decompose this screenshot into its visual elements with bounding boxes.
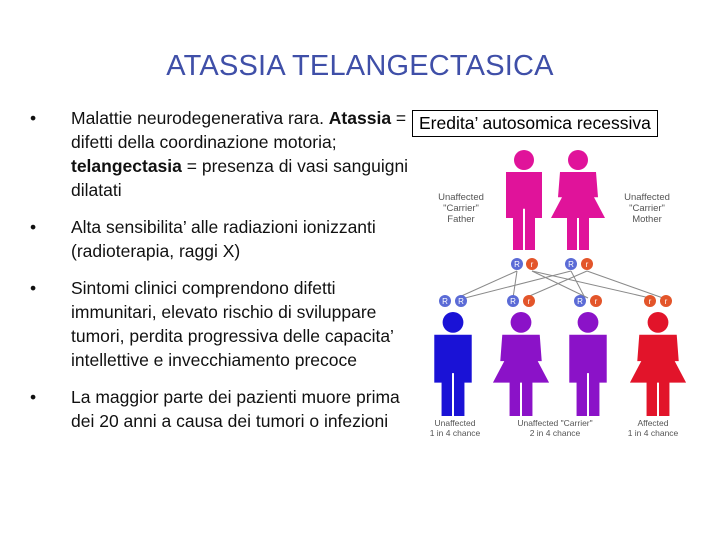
allele-letter: R xyxy=(514,260,520,269)
person-body xyxy=(434,334,472,416)
allele-letter: r xyxy=(531,260,534,269)
allele-circle xyxy=(523,295,535,307)
person-head xyxy=(514,150,534,170)
allele-letter: R xyxy=(442,297,448,306)
father-label-line2: "Carrier" xyxy=(443,203,479,214)
child-3-figure xyxy=(569,312,607,416)
mother-label-line1: Unaffected xyxy=(624,192,670,203)
child-4-alleles: r r xyxy=(644,295,672,307)
child-1-label-line2: 1 in 4 chance xyxy=(430,428,481,438)
bullet-marker: • xyxy=(30,278,37,298)
allele-letter: r xyxy=(586,260,589,269)
slide-title: ATASSIA TELANGECTASICA xyxy=(166,50,554,82)
mother-label-line3: Mother xyxy=(632,214,662,225)
allele-letter: r xyxy=(528,297,531,306)
allele-circle xyxy=(511,258,523,270)
bullet-item-3: • Sintomi clinici comprendono difetti imm… xyxy=(30,276,410,372)
allele-letter: R xyxy=(458,297,464,306)
allele-letter: R xyxy=(577,297,583,306)
father-label-line3: Father xyxy=(447,214,474,225)
allele-letter: r xyxy=(665,297,668,306)
bullet-item-1: • Malattie neurodegenerativa rara. Atassi… xyxy=(30,106,410,202)
allele-letter: r xyxy=(595,297,598,306)
allele-circle xyxy=(644,295,656,307)
person-body xyxy=(569,334,607,416)
mother-alleles: R r xyxy=(565,258,593,270)
allele-letter: r xyxy=(649,297,652,306)
allele-circle xyxy=(660,295,672,307)
child-4-figure xyxy=(629,312,687,416)
father-alleles: R r xyxy=(511,258,538,270)
image-caption: Eredita’ autosomica recessiva xyxy=(412,110,658,137)
allele-circle xyxy=(581,258,593,270)
person-body xyxy=(629,334,687,416)
child-2-alleles: R r xyxy=(507,295,535,307)
bullet-text: Alta sensibilita’ alle radiazioni ionizz… xyxy=(71,217,376,261)
bullet-item-4: • La maggior parte dei pazienti muore pri… xyxy=(30,385,410,433)
bullet-text: Sintomi clinici comprendono difetti immu… xyxy=(71,278,394,370)
allele-circle xyxy=(574,295,586,307)
child-2-figure xyxy=(492,312,550,416)
allele-circle xyxy=(590,295,602,307)
child-3-alleles: R r xyxy=(574,295,602,307)
person-head xyxy=(577,312,599,333)
allele-circle xyxy=(565,258,577,270)
person-head xyxy=(647,312,669,333)
child-1-figure xyxy=(434,312,472,416)
child-23-label-line1: Unaffected "Carrier" xyxy=(517,418,592,428)
child-1-alleles: R R xyxy=(439,295,467,307)
bullet-marker: • xyxy=(30,108,37,128)
bullet-list: • Malattie neurodegenerativa rara. Atassi… xyxy=(30,106,410,446)
cross-lines xyxy=(456,270,664,299)
allele-circle xyxy=(507,295,519,307)
person-body xyxy=(506,172,542,250)
bullet-marker: • xyxy=(30,217,37,237)
person-head xyxy=(510,312,532,333)
allele-letter: R xyxy=(568,260,574,269)
person-head xyxy=(568,150,588,170)
child-4-label-line2: 1 in 4 chance xyxy=(628,428,679,438)
allele-circle xyxy=(455,295,467,307)
allele-letter: R xyxy=(510,297,516,306)
person-head xyxy=(442,312,464,333)
father-label-line1: Unaffected xyxy=(438,192,484,203)
inheritance-diagram: Unaffected "Carrier" Father Unaffected "… xyxy=(425,148,687,445)
person-body xyxy=(551,172,605,250)
allele-circle xyxy=(526,258,538,270)
child-23-label-line2: 2 in 4 chance xyxy=(530,428,581,438)
bullet-item-2: • Alta sensibilita’ alle radiazioni ioniz… xyxy=(30,215,410,263)
father-figure xyxy=(506,150,542,250)
bullet-marker: • xyxy=(30,387,37,407)
mother-label-line2: "Carrier" xyxy=(629,203,665,214)
bullet-text: La maggior parte dei pazienti muore prim… xyxy=(71,387,400,431)
allele-circle xyxy=(439,295,451,307)
bullet-text: Malattie neurodegenerativa rara. Atassia… xyxy=(71,108,409,200)
child-1-label-line1: Unaffected xyxy=(435,418,476,428)
mother-figure xyxy=(551,150,605,250)
person-body xyxy=(492,334,550,416)
child-4-label-line1: Affected xyxy=(637,418,668,428)
